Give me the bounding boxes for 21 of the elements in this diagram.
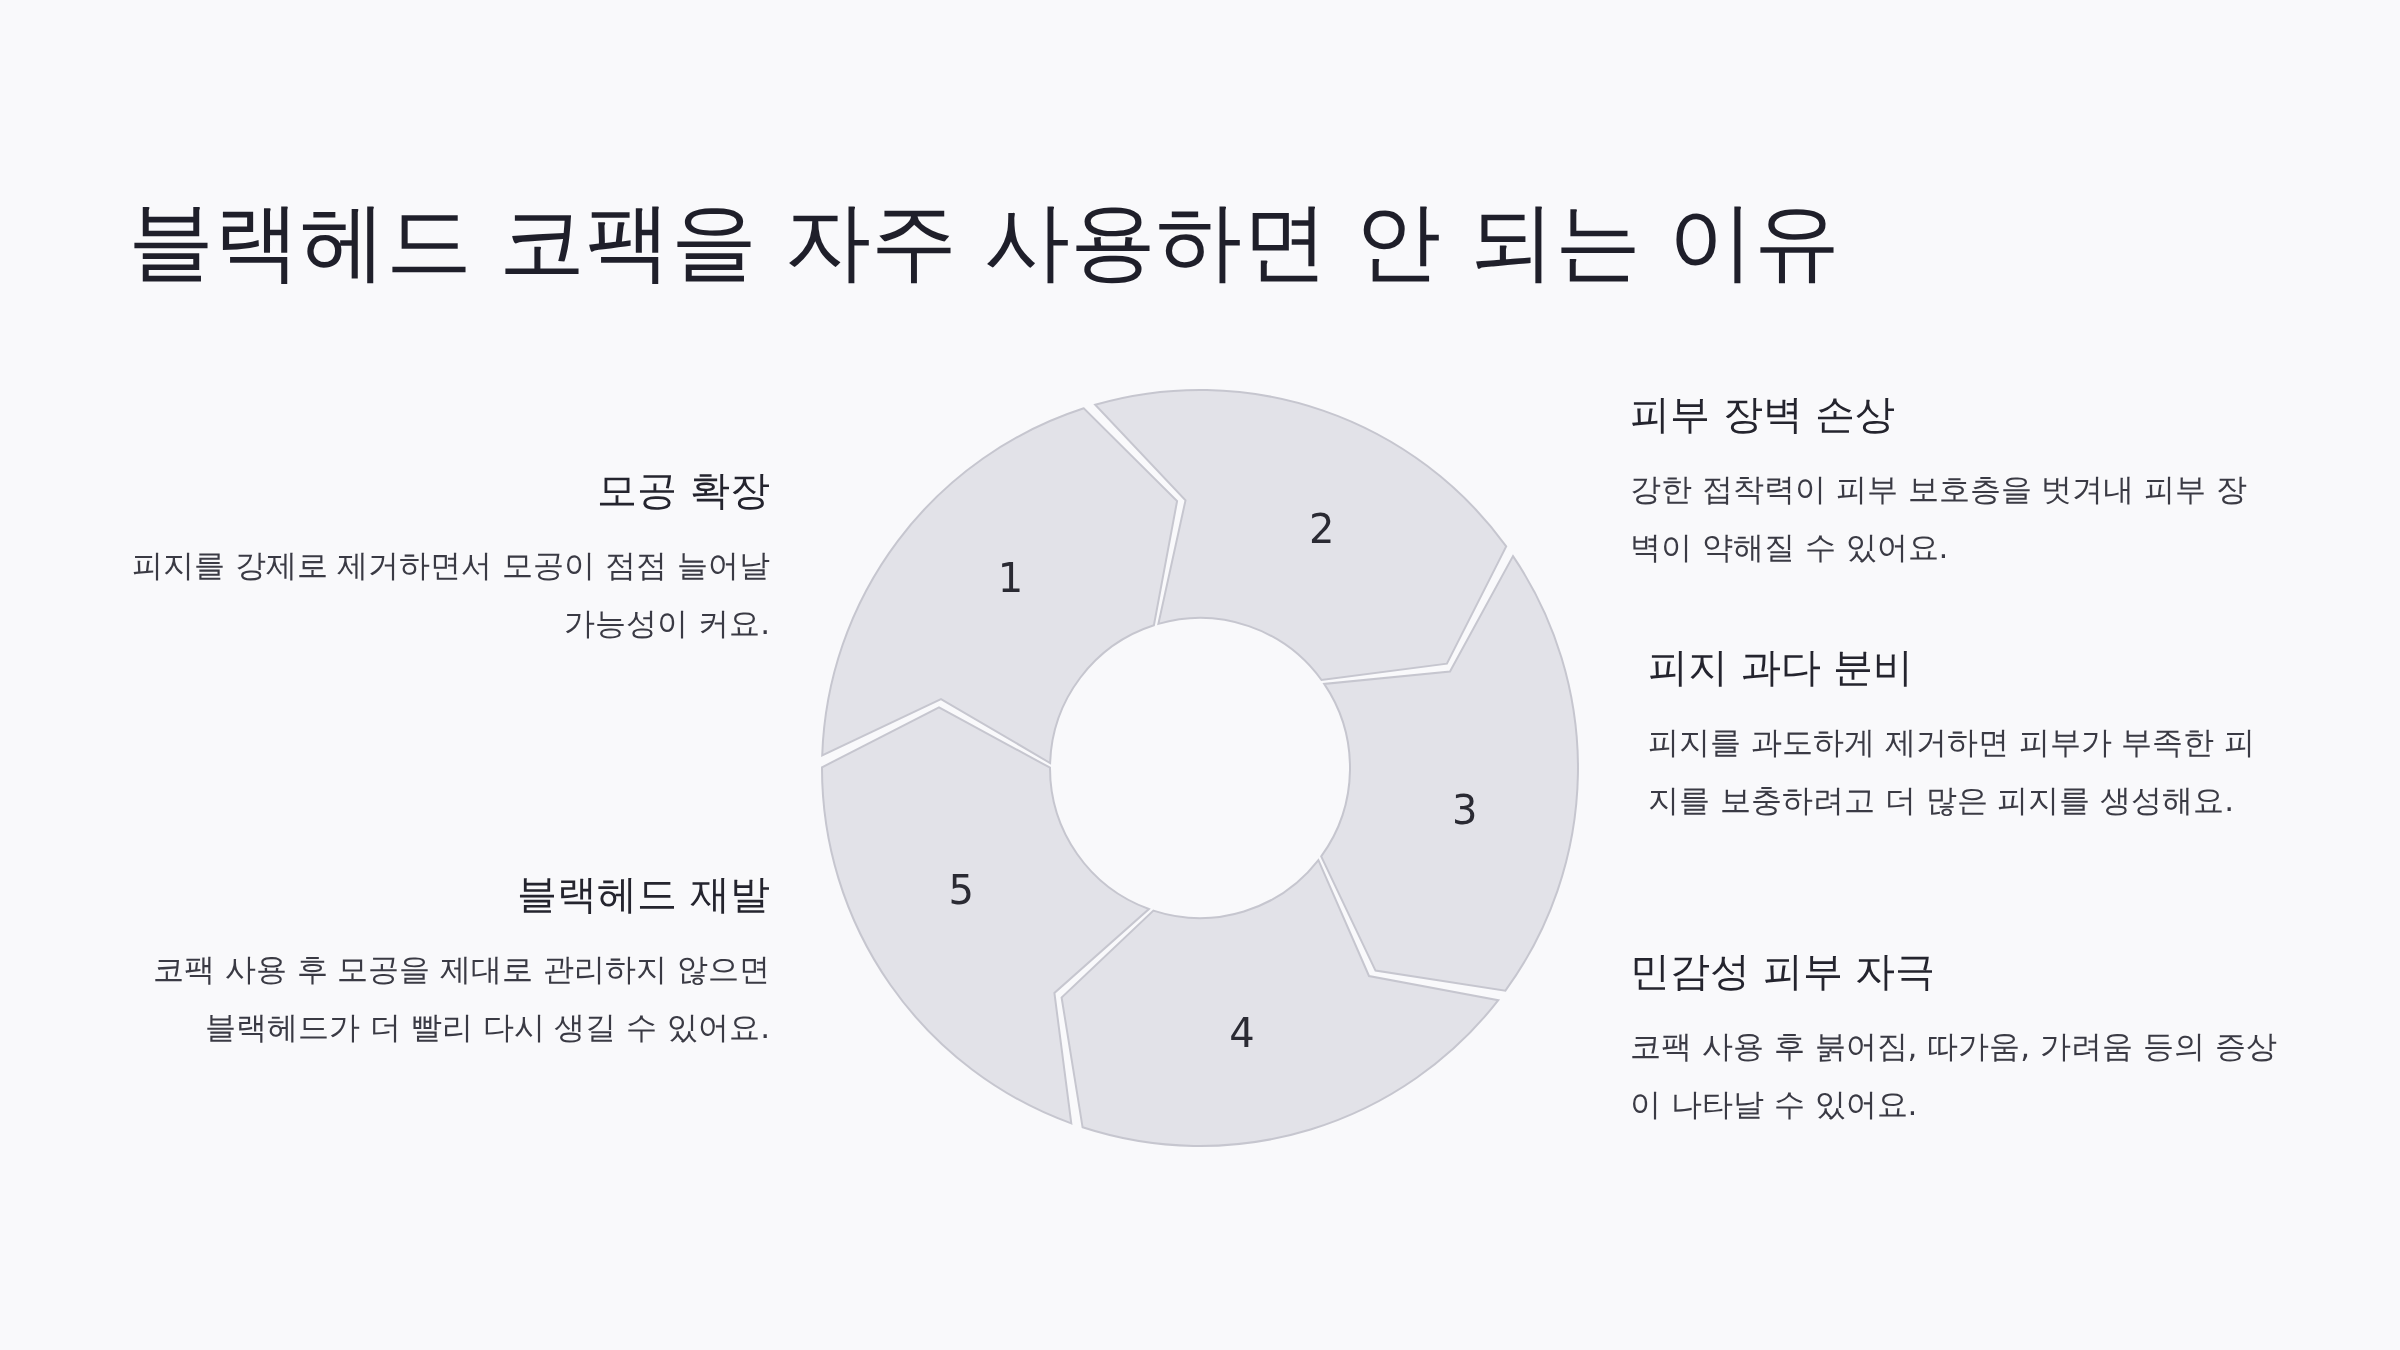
step-number: 2 <box>1308 506 1335 553</box>
title: 블랙헤드 코팩을 자주 사용하면 안 되는 이유 <box>128 190 1841 293</box>
point-description: 코팩 사용 후 모공을 제대로 관리하지 않으면 블랙헤드가 더 빨리 다시 생길 수 있어요. <box>151 950 770 1047</box>
cycle-arrow-segment <box>1094 389 1508 681</box>
point-heading: 피지 과다 분비 <box>1648 643 1915 691</box>
point-heading: 모공 확장 <box>596 466 770 514</box>
step-number: 5 <box>948 866 974 913</box>
point-heading: 블랙헤드 재발 <box>516 870 770 918</box>
point-description: 강한 접착력이 피부 보호층을 벗겨내 피부 장벽이 약해질 수 있어요. <box>1630 470 2249 567</box>
point-description: 피지를 강제로 제거하면서 모공이 점점 늘어날 가능성이 커요. <box>130 546 770 643</box>
cycle-arrow-segment <box>821 706 1150 1125</box>
point-heading: 민감성 피부 자극 <box>1630 947 1937 995</box>
step-number: 4 <box>1229 1009 1255 1056</box>
cycle-arrow-segment <box>1320 555 1579 992</box>
step-number: 3 <box>1451 786 1478 833</box>
point-heading: 피부 장벽 손상 <box>1630 390 1897 438</box>
cycle-arrow-segment <box>821 407 1179 764</box>
step-number: 1 <box>997 555 1024 602</box>
point-description: 코팩 사용 후 붉어짐, 따가움, 가려움 등의 증상이 나타날 수 있어요. <box>1630 1027 2278 1124</box>
cycle-arrow-segment <box>1060 859 1500 1147</box>
point-description: 피지를 과도하게 제거하면 피부가 부족한 피지를 보충하려고 더 많은 피지를 생성해요. <box>1648 723 2257 820</box>
